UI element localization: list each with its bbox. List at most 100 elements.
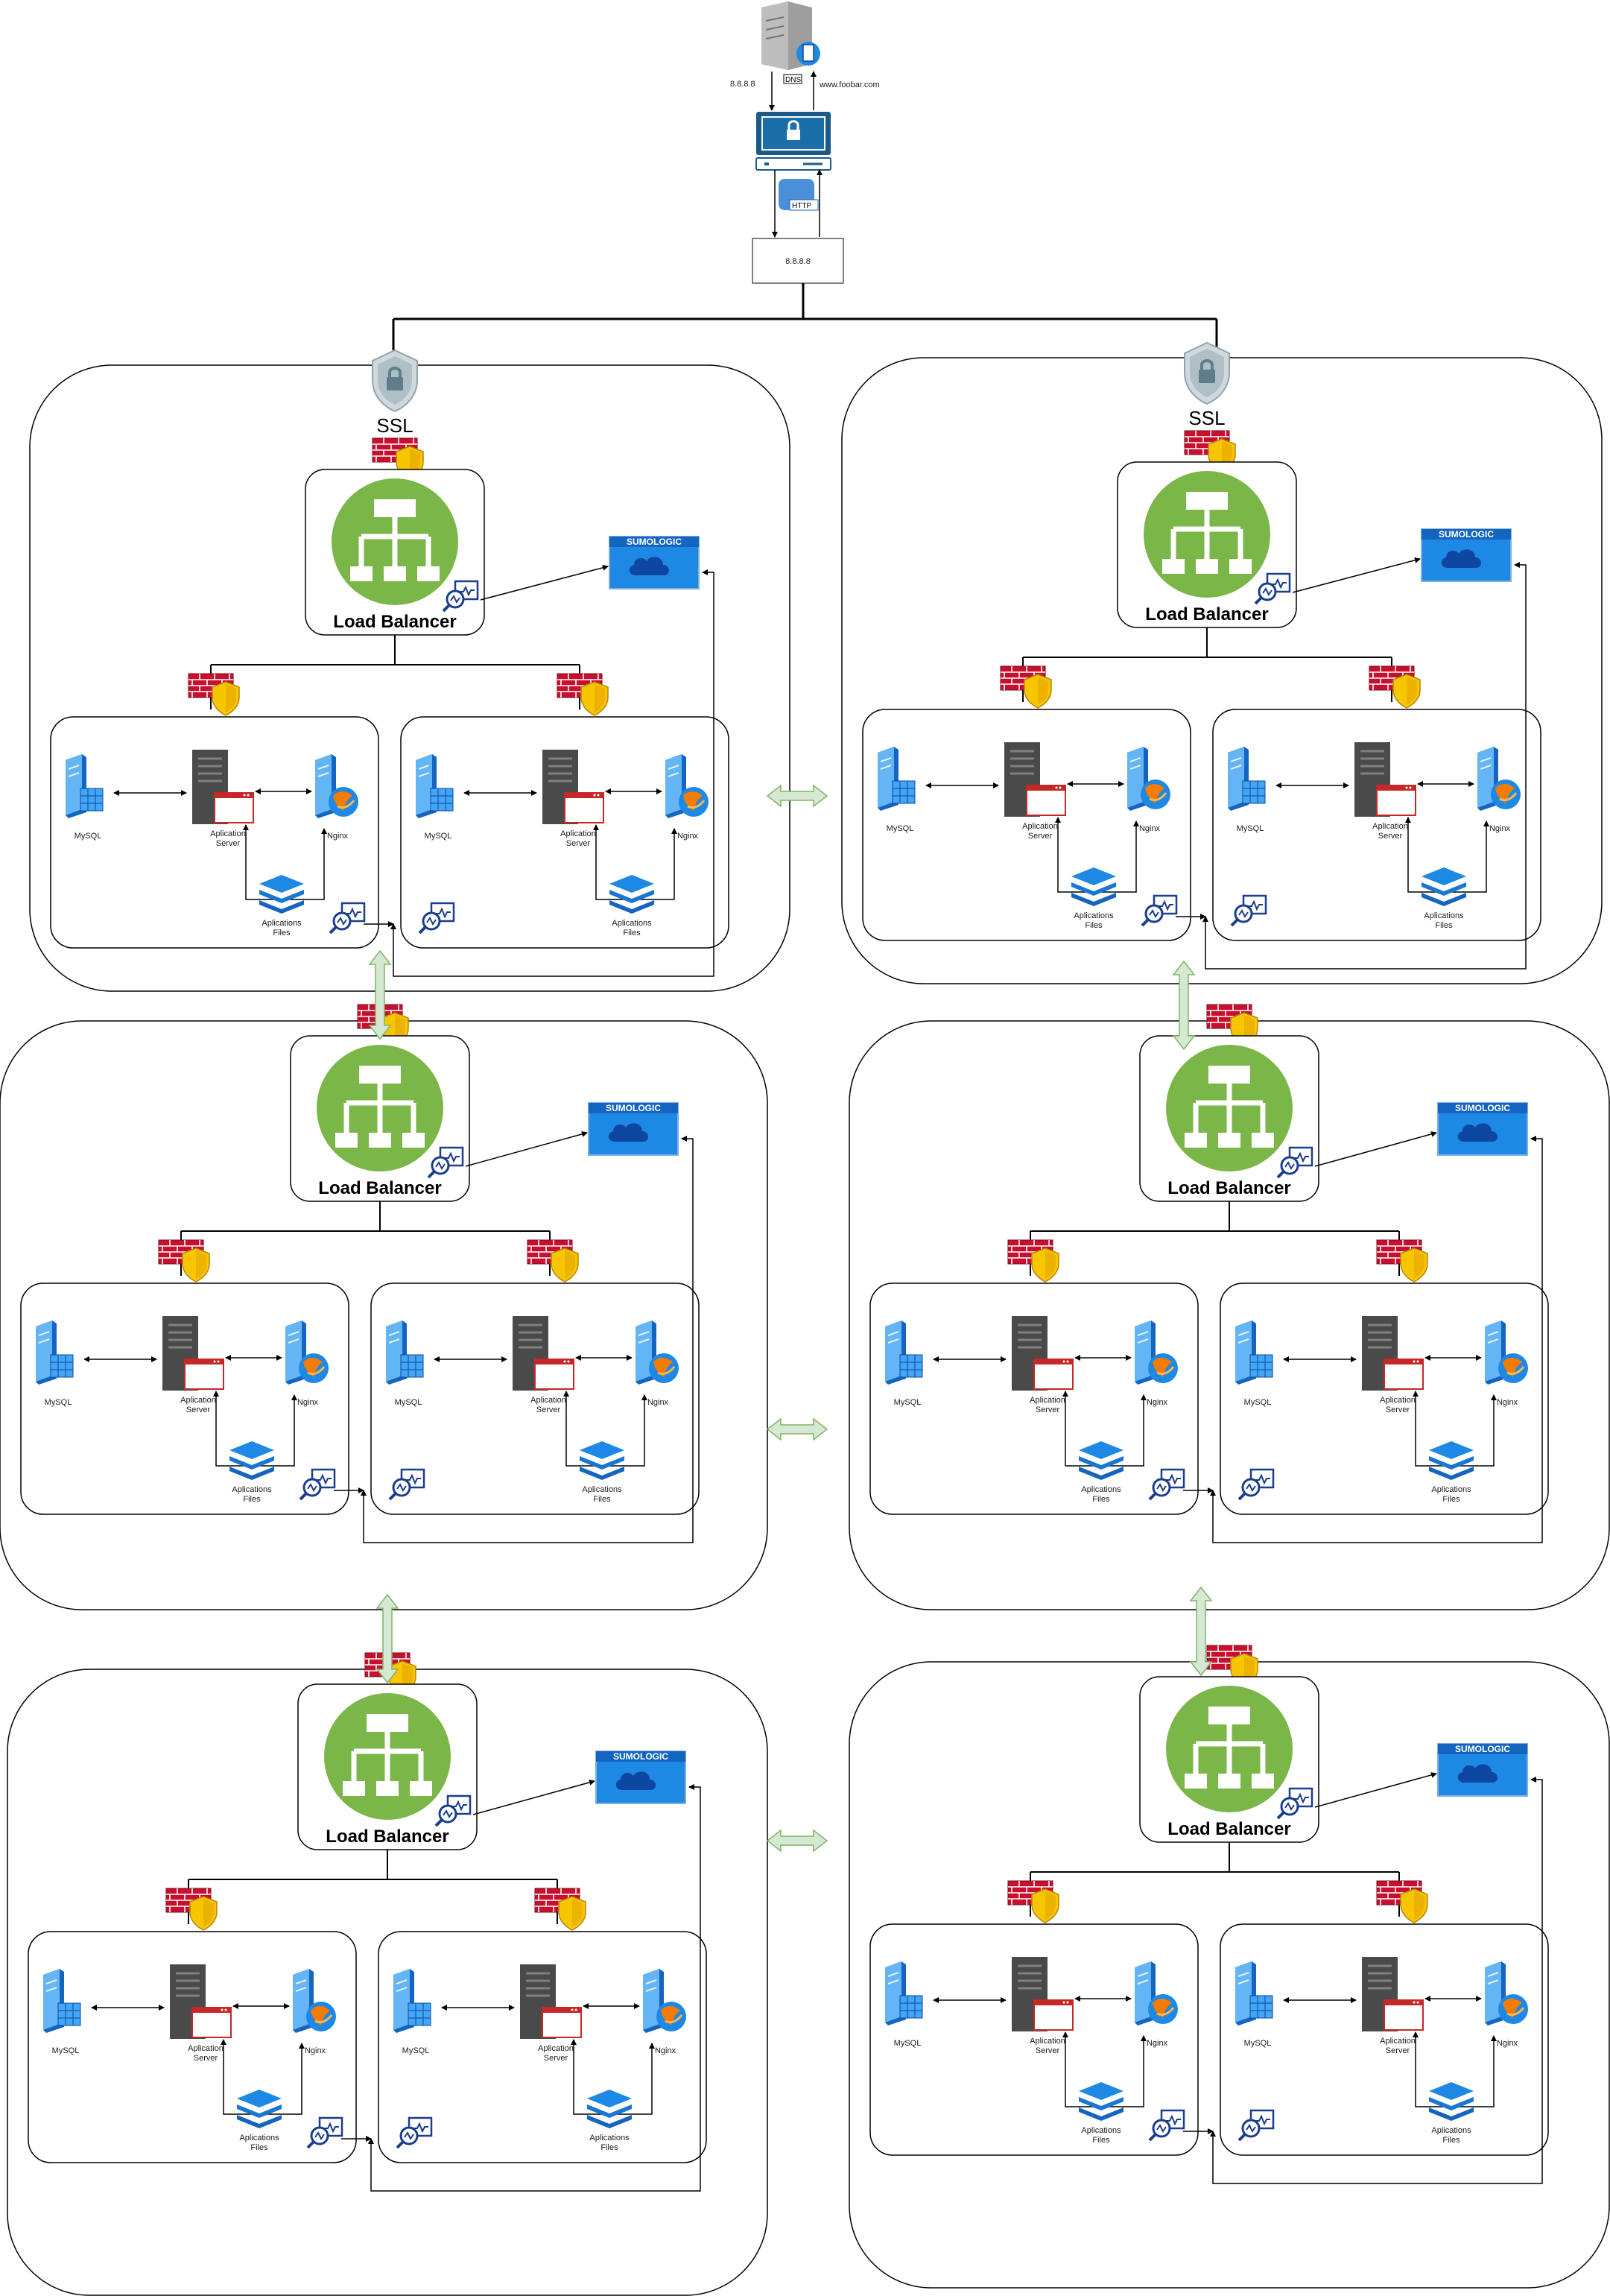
- firewall-icon: [534, 1888, 586, 1931]
- files-label: Aplications: [1431, 1485, 1471, 1494]
- nginx-label: Nginx: [1139, 824, 1161, 833]
- bidirectional-arrow: [1173, 961, 1195, 1050]
- monitor-icon: [1141, 894, 1178, 927]
- top-ip-left: 8.8.8.8: [730, 80, 755, 89]
- files-label: Files: [273, 929, 291, 937]
- files-label: Files: [1092, 1495, 1110, 1504]
- files-label: Aplications: [232, 1485, 272, 1494]
- nginx-label: Nginx: [1147, 2039, 1168, 2048]
- app-server-label: Server: [1378, 832, 1403, 841]
- monitor-icon: [396, 2116, 433, 2149]
- monitor-icon: [299, 1468, 336, 1501]
- mysql-label: MySQL: [402, 2046, 430, 2055]
- bidirectional-arrow: [376, 1594, 399, 1683]
- monitor-icon: [306, 2116, 343, 2149]
- domain-label: www.foobar.com: [819, 80, 880, 89]
- app-server-label: Server: [1386, 1405, 1410, 1414]
- app-server-label: Aplication: [1372, 822, 1408, 831]
- sumologic-label: SUMOLOGIC: [1439, 529, 1494, 540]
- monitor-icon: [1237, 2109, 1275, 2142]
- mysql-label: MySQL: [45, 1398, 72, 1407]
- mysql-label: MySQL: [1237, 824, 1264, 833]
- nginx-label: Nginx: [655, 2046, 676, 2055]
- nginx-label: Nginx: [305, 2046, 326, 2055]
- nginx-label: Nginx: [1497, 1398, 1518, 1407]
- monitor-icon: [1230, 894, 1267, 927]
- monitor-icon: [1237, 1468, 1275, 1501]
- app-server-label: Server: [216, 839, 241, 848]
- cluster-links: [369, 785, 1212, 1852]
- nginx-label: Nginx: [297, 1398, 319, 1407]
- load-balancer-label: Load Balancer: [1145, 604, 1268, 624]
- files-label: Files: [593, 1495, 611, 1504]
- firewall-icon: [1007, 1239, 1059, 1283]
- app-server-label: Aplication: [1030, 2037, 1065, 2046]
- firewall-icon: [527, 1239, 579, 1283]
- nginx-label: Nginx: [1147, 1398, 1168, 1407]
- app-server-label: Aplication: [188, 2044, 224, 2053]
- dns-label: DNS: [785, 76, 801, 84]
- firewall-icon: [1369, 665, 1421, 709]
- app-server-label: Aplication: [210, 829, 246, 838]
- load-balancer-icon: [317, 1045, 443, 1171]
- load-balancer-icon: [324, 1693, 451, 1820]
- load-balancer-label: Load Balancer: [318, 1178, 441, 1198]
- sumologic-label: SUMOLOGIC: [613, 1751, 668, 1762]
- bidirectional-arrow: [767, 1829, 828, 1852]
- load-balancer-label: Load Balancer: [326, 1827, 449, 1847]
- load-balancer-icon: [1166, 1686, 1293, 1812]
- nginx-label: Nginx: [327, 832, 349, 841]
- firewall-icon: [158, 1239, 210, 1283]
- monitor-icon: [418, 902, 455, 934]
- app-server-label: Server: [1036, 2046, 1060, 2055]
- http-label: HTTP: [792, 202, 811, 210]
- load-balancer-icon: [1166, 1045, 1293, 1171]
- mysql-label: MySQL: [894, 2039, 922, 2048]
- files-label: Aplications: [1081, 1485, 1121, 1494]
- bidirectional-arrow: [369, 950, 391, 1040]
- files-label: Files: [600, 2143, 618, 2152]
- ssl-shield-icon: [1183, 341, 1231, 405]
- server-dns-icon: [761, 1, 820, 70]
- files-label: Aplications: [1074, 911, 1114, 920]
- firewall-icon: [188, 673, 240, 716]
- mysql-label: MySQL: [395, 1398, 422, 1407]
- http-icon: HTTP: [779, 179, 819, 211]
- app-server-label: Aplication: [560, 829, 596, 838]
- app-server-label: Aplication: [180, 1396, 216, 1405]
- monitor-icon: [1148, 2109, 1185, 2142]
- cluster-6: Load Balancer SUMOLOGIC MySQL AplicationSer…: [849, 1645, 1610, 2289]
- app-server-label: Server: [566, 839, 591, 848]
- app-server-label: Server: [194, 2054, 218, 2063]
- app-server-label: Aplication: [1022, 822, 1058, 831]
- ssl-label: SSL: [376, 414, 413, 437]
- app-server-label: Server: [544, 2054, 568, 2063]
- monitor-icon: [329, 902, 366, 934]
- load-balancer-label: Load Balancer: [333, 612, 456, 632]
- sumologic-label: SUMOLOGIC: [1455, 1744, 1510, 1754]
- files-label: Files: [1435, 921, 1453, 930]
- files-label: Files: [1092, 2136, 1110, 2145]
- files-label: Files: [1085, 921, 1103, 930]
- files-label: Files: [623, 929, 641, 937]
- app-server-label: Server: [1036, 1405, 1060, 1414]
- files-label: Aplications: [589, 2134, 630, 2142]
- bidirectional-arrow: [1190, 1587, 1212, 1676]
- bidirectional-arrow: [767, 1418, 828, 1440]
- app-server-label: Server: [186, 1405, 211, 1414]
- load-balancer-label: Load Balancer: [1167, 1819, 1290, 1839]
- mysql-label: MySQL: [1244, 1398, 1272, 1407]
- firewall-icon: [1376, 1239, 1428, 1283]
- top-entry: 8.8.8.8 DNS www.foobar.com HTTP 8.8.8.8: [392, 1, 1218, 350]
- app-server-label: Aplication: [530, 1396, 566, 1405]
- load-balancer-icon: [332, 478, 458, 605]
